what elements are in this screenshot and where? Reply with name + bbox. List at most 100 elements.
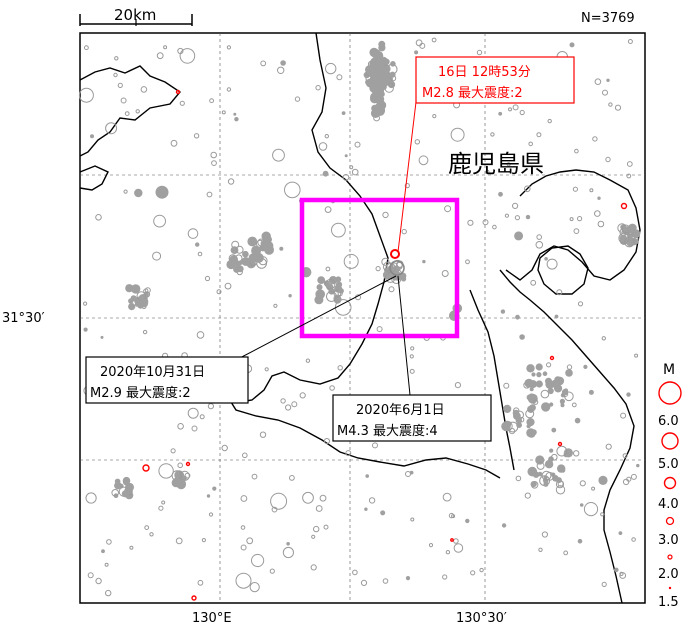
past-event-marker [105, 122, 118, 135]
past-event-marker [277, 66, 285, 75]
past-event-marker [401, 228, 407, 235]
past-event-marker [409, 354, 414, 359]
past-event-marker [120, 97, 127, 104]
past-event-marker [206, 494, 211, 498]
past-event-marker [490, 132, 495, 137]
past-event-marker [630, 473, 637, 480]
past-event-marker [95, 577, 102, 585]
past-event-marker [289, 475, 295, 481]
past-event-marker [627, 39, 633, 44]
past-event-marker [208, 512, 214, 517]
past-event-marker [528, 393, 535, 400]
past-event-marker [569, 42, 575, 48]
past-event-marker [620, 412, 627, 419]
past-event-marker [626, 392, 631, 397]
past-event-marker [525, 214, 531, 220]
past-event-marker [404, 183, 410, 189]
past-event-marker [577, 301, 584, 307]
event-marker [389, 260, 405, 276]
past-event-marker [331, 222, 346, 238]
past-event-marker [236, 265, 244, 273]
callout-oct: 2020年10月31日 M2.9 最大震度:2 [85, 356, 249, 404]
past-event-marker [240, 544, 247, 551]
past-event-marker [569, 217, 574, 222]
callout-latest-line1: 16日 12時53分 [438, 65, 531, 80]
scale-bar: 20km [79, 6, 193, 26]
past-event-marker [280, 60, 286, 66]
past-event-marker [178, 479, 186, 488]
past-event-marker [536, 132, 542, 138]
past-event-marker [508, 428, 516, 435]
past-event-marker [372, 442, 378, 449]
past-event-marker [524, 185, 531, 193]
past-event-marker [365, 474, 370, 478]
past-event-marker [313, 525, 320, 533]
past-event-marker [636, 463, 640, 468]
past-event-marker [264, 367, 269, 372]
past-event-marker [311, 534, 316, 539]
past-event-marker [179, 470, 190, 481]
past-event-marker [526, 424, 531, 429]
past-event-marker [87, 572, 94, 579]
callout-jun-line1: 2020年6月1日 [356, 403, 445, 418]
past-event-marker [251, 553, 265, 568]
magnitude-legend: M 6.0 5.0 4.0 3.0 2.0 1.5 [658, 362, 682, 610]
past-event-marker [170, 139, 178, 147]
past-event-marker [211, 160, 217, 167]
past-event-marker [229, 255, 238, 264]
past-event-marker [574, 148, 579, 154]
callout-oct-line1: 2020年10月31日 [100, 365, 205, 380]
past-event-marker [305, 358, 311, 363]
past-event-marker [95, 214, 102, 221]
past-event-marker [448, 512, 455, 519]
past-event-marker [272, 148, 285, 162]
past-event-marker [130, 295, 137, 302]
past-event-marker [142, 329, 148, 335]
past-event-marker [577, 216, 583, 222]
past-event-marker [380, 510, 386, 516]
past-event-marker [382, 578, 389, 584]
past-event-marker [500, 309, 506, 314]
past-event-marker [626, 173, 632, 179]
past-event-marker [422, 259, 426, 264]
past-event-marker [485, 169, 490, 174]
past-event-marker [135, 109, 140, 114]
past-event-marker [324, 134, 329, 139]
callout-latest: 16日 12時53分 M2.8 最大震度:2 [415, 56, 575, 104]
past-event-marker [512, 104, 519, 111]
callout-lines [235, 101, 417, 396]
legend-label-5: 5.0 [658, 457, 679, 472]
past-event-marker [501, 523, 507, 528]
past-event-marker [375, 108, 383, 116]
past-event-marker [529, 380, 538, 389]
past-event-marker [175, 537, 183, 545]
past-event-marker [251, 473, 258, 480]
recent-event-marker [620, 202, 628, 210]
past-event-marker [261, 231, 271, 241]
past-event-marker [573, 228, 580, 235]
past-event-marker [318, 142, 328, 151]
legend-label-3: 3.0 [658, 533, 679, 548]
past-event-marker [588, 389, 594, 395]
past-event-marker [134, 188, 143, 198]
past-event-marker [182, 475, 187, 481]
legend-circle-4 [663, 476, 677, 490]
past-event-marker [285, 404, 292, 411]
past-event-marker [234, 117, 239, 122]
past-event-marker [316, 284, 323, 291]
past-event-marker [201, 538, 206, 543]
past-event-marker [503, 382, 510, 389]
past-event-marker [594, 210, 601, 217]
past-event-marker [322, 170, 329, 177]
past-event-marker [608, 102, 613, 107]
past-event-marker [158, 505, 164, 511]
past-event-marker [343, 253, 359, 269]
past-event-marker [549, 402, 554, 407]
past-event-marker [535, 363, 543, 371]
legend-label-1-5: 1.5 [658, 595, 679, 610]
past-event-marker [470, 570, 476, 576]
past-event-marker [415, 39, 423, 47]
past-event-marker [631, 537, 636, 542]
past-event-marker [177, 423, 184, 430]
past-event-marker [514, 215, 521, 221]
